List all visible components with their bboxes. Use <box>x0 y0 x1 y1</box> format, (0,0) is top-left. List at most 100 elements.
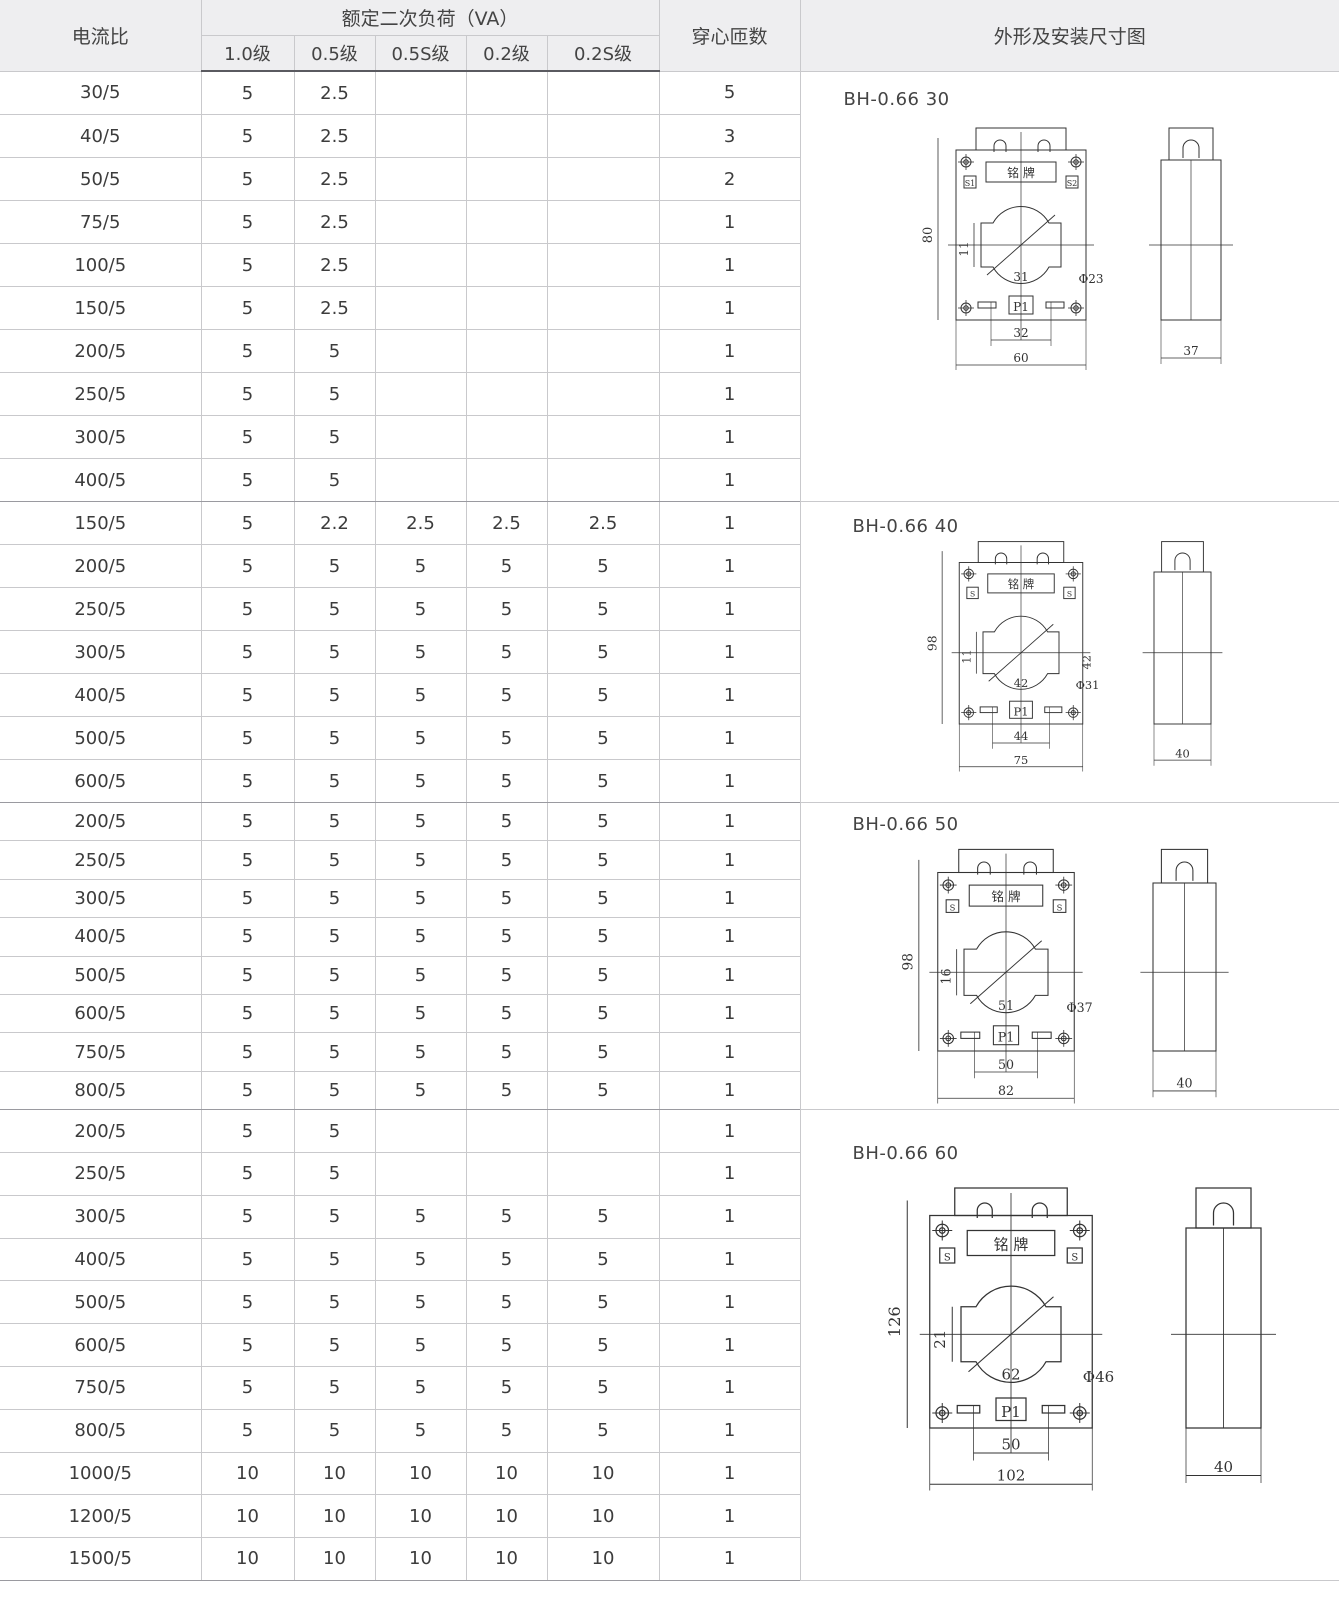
cell-class-0-2s: 5 <box>547 587 660 631</box>
cell-ratio: 600/5 <box>0 1323 202 1367</box>
cell-class-0-2: 5 <box>466 879 548 919</box>
cell-class-0-2s <box>547 329 660 373</box>
cell-turns: 1 <box>659 544 801 588</box>
header-turns: 穿心匝数 <box>659 0 801 72</box>
cell-class-0-5: 2.5 <box>294 243 376 287</box>
cell-class-0-5s: 5 <box>375 956 467 995</box>
diameter-line <box>969 940 1042 1005</box>
cell-class-0-5: 5 <box>294 1409 376 1453</box>
cell-turns: 1 <box>659 1409 801 1453</box>
cell-class-0-5s: 5 <box>375 630 467 674</box>
cell-class-1-0: 5 <box>201 329 295 373</box>
cell-class-0-2s: 5 <box>547 1323 660 1367</box>
cell-class-0-2: 5 <box>466 673 548 717</box>
cell-class-0-5s: 5 <box>375 994 467 1034</box>
width-value: 60 <box>1013 351 1028 365</box>
cell-class-1-0: 5 <box>201 587 295 631</box>
cell-class-0-2 <box>466 157 548 201</box>
cell-turns: 1 <box>659 372 801 416</box>
primary-window <box>959 1285 1062 1384</box>
hole-diameter-value: Φ23 <box>1078 272 1103 286</box>
cell-ratio: 250/5 <box>0 840 202 880</box>
terminal-s2-label: S <box>1071 1253 1078 1264</box>
p1-marker <box>992 1025 1019 1046</box>
header-ratio: 电流比 <box>0 0 202 72</box>
cell-class-1-0: 5 <box>201 544 295 588</box>
cell-class-0-2 <box>466 286 548 330</box>
cell-class-0-2s <box>547 372 660 416</box>
cell-class-0-5: 5 <box>294 544 376 588</box>
cell-class-0-5: 5 <box>294 917 376 957</box>
model-label: BH-0.66 40 <box>852 516 959 537</box>
terminal-s1-label: S <box>949 902 955 912</box>
cell-class-0-5: 5 <box>294 1195 376 1239</box>
cell-class-0-5: 2.5 <box>294 200 376 244</box>
cell-class-0-5s <box>375 372 467 416</box>
cell-class-0-5: 10 <box>294 1452 376 1496</box>
cell-ratio: 400/5 <box>0 917 202 957</box>
cell-class-1-0: 5 <box>201 1238 295 1282</box>
hole-diameter-value: Φ46 <box>1082 1368 1113 1386</box>
cell-class-0-2s <box>547 1152 660 1196</box>
p1-marker <box>994 1397 1027 1422</box>
cell-class-1-0: 5 <box>201 759 295 803</box>
cell-class-0-5s: 5 <box>375 917 467 957</box>
hole-diameter-value: Φ37 <box>1066 1000 1092 1015</box>
cell-class-0-5: 5 <box>294 1071 376 1111</box>
diameter-line <box>987 623 1054 682</box>
window-value: 11 <box>957 241 971 256</box>
cell-turns: 2 <box>659 157 801 201</box>
cell-class-1-0: 5 <box>201 879 295 919</box>
mount-value: 50 <box>1001 1435 1020 1453</box>
cell-class-0-2: 5 <box>466 630 548 674</box>
cell-class-1-0: 5 <box>201 71 295 115</box>
cell-class-0-5s <box>375 1152 467 1196</box>
cell-class-0-2s: 5 <box>547 1071 660 1111</box>
model-label: BH-0.66 50 <box>852 814 959 835</box>
cell-class-0-5s: 5 <box>375 587 467 631</box>
cell-class-0-2s: 5 <box>547 1032 660 1072</box>
cell-class-1-0: 5 <box>201 956 295 995</box>
cell-class-0-2: 5 <box>466 802 548 842</box>
cell-class-0-2s: 10 <box>547 1494 660 1539</box>
header-burden: 额定二次负荷（VA） <box>201 0 660 36</box>
cell-ratio: 600/5 <box>0 759 202 803</box>
cell-class-0-2s: 5 <box>547 1280 660 1325</box>
cell-ratio: 300/5 <box>0 1195 202 1239</box>
cell-ratio: 500/5 <box>0 956 202 995</box>
screw-icon <box>931 1220 952 1241</box>
cell-class-0-2s: 5 <box>547 1195 660 1239</box>
screw-icon <box>939 876 957 894</box>
cell-class-0-5s <box>375 243 467 287</box>
cell-class-0-5: 5 <box>294 372 376 416</box>
cell-turns: 1 <box>659 1280 801 1325</box>
cell-class-0-2s: 10 <box>547 1537 660 1581</box>
cell-class-0-2 <box>466 71 548 115</box>
cell-class-0-2s: 5 <box>547 917 660 957</box>
cell-turns: 1 <box>659 1537 801 1581</box>
cell-class-1-0: 5 <box>201 458 295 502</box>
cell-turns: 1 <box>659 243 801 287</box>
mount-value: 32 <box>1013 326 1028 340</box>
screw-icon <box>960 705 976 721</box>
cell-class-0-5: 5 <box>294 1238 376 1282</box>
cell-turns: 1 <box>659 329 801 373</box>
window-value: 16 <box>938 968 953 984</box>
cell-class-0-2s <box>547 458 660 502</box>
cell-turns: 1 <box>659 840 801 880</box>
cell-class-1-0: 5 <box>201 157 295 201</box>
screw-icon <box>1069 1220 1090 1241</box>
cell-class-0-5s: 5 <box>375 1071 467 1111</box>
cell-turns: 1 <box>659 716 801 760</box>
